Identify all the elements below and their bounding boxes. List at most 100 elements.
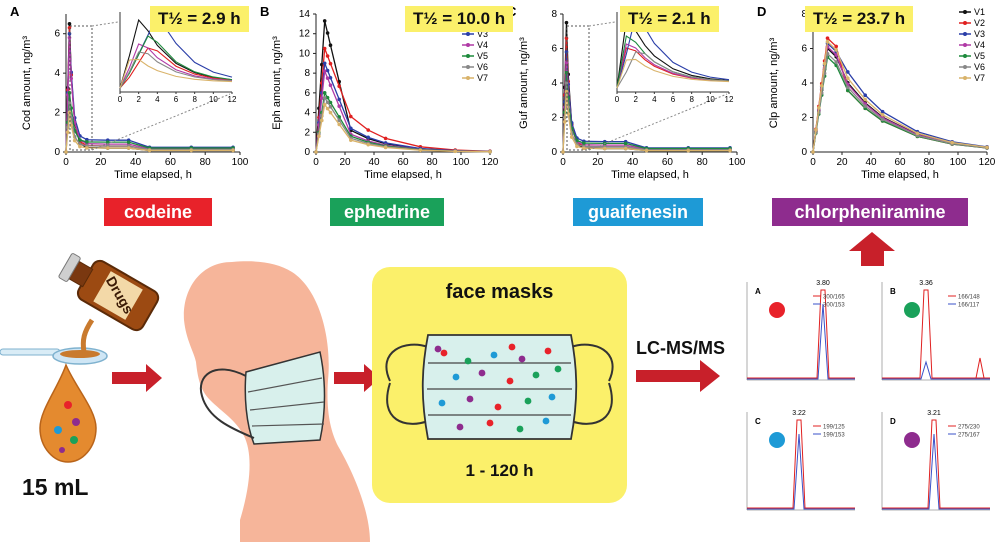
- series-point: [817, 106, 821, 110]
- inset-series-line: [616, 58, 730, 89]
- legend-label: V7: [477, 73, 488, 83]
- face-mask-on-head-icon: [199, 351, 326, 445]
- series-point: [623, 141, 628, 146]
- method-label: LC-MS/MS: [636, 338, 725, 358]
- y-tick-label: 0: [54, 147, 60, 158]
- x-axis-label: Time elapsed, h: [364, 169, 442, 181]
- x-tick-label: 80: [426, 157, 438, 168]
- inset-x-tick-label: 2: [633, 95, 638, 104]
- half-life-badge: T½ = 2.1 h: [620, 6, 719, 32]
- y-tick-label: 0: [551, 147, 557, 158]
- series-point: [78, 144, 82, 149]
- series-point: [85, 140, 89, 144]
- series-point: [811, 150, 815, 154]
- series-point: [328, 100, 333, 105]
- up-arrow-icon: [849, 232, 895, 266]
- mask-particle-dot: [542, 417, 550, 425]
- inset-x-tick-label: 4: [652, 95, 657, 104]
- transition-legend: 199/153: [823, 433, 845, 439]
- y-tick-label: 12: [299, 29, 311, 40]
- inset-x-tick-label: 6: [671, 95, 676, 104]
- series-point: [819, 83, 824, 88]
- series-point: [337, 118, 341, 123]
- chromatogram-letter: B: [890, 287, 896, 296]
- drug-label-guaifenesin: guaifenesin: [573, 198, 703, 226]
- legend-label: V6: [477, 62, 488, 72]
- peak-retention-time: 3.22: [792, 410, 806, 417]
- series-line: [65, 102, 234, 153]
- x-tick-label: 40: [627, 157, 639, 168]
- x-tick-label: 100: [950, 157, 967, 168]
- series-point: [337, 97, 341, 102]
- x-tick-label: 0: [810, 157, 816, 168]
- series-point: [834, 60, 838, 64]
- inset-series-line: [119, 51, 233, 89]
- series-point: [325, 106, 330, 111]
- inset-x-tick-label: 12: [228, 95, 237, 104]
- x-tick-label: 60: [662, 157, 674, 168]
- series-point: [822, 61, 827, 66]
- mask-particle-dot: [440, 349, 448, 357]
- series-point: [846, 88, 850, 93]
- analyte-dot: [769, 302, 785, 318]
- mask-particle-dot: [434, 345, 442, 353]
- series-line: [562, 91, 731, 153]
- chromatogram-letter: C: [755, 417, 761, 426]
- series-point: [366, 135, 370, 140]
- series-point: [67, 22, 72, 26]
- drug-label-ephedrine: ephedrine: [330, 198, 444, 226]
- transition-legend: 300/153: [823, 303, 845, 309]
- face-masks-box: face masks 1 - 120 h: [372, 267, 627, 503]
- mask-particle-dot: [524, 397, 532, 405]
- series-point: [78, 138, 82, 142]
- series-point: [582, 141, 586, 145]
- y-tick-label: 8: [801, 9, 807, 20]
- drug-label-codeine: codeine: [104, 198, 212, 226]
- series-point: [328, 104, 333, 109]
- transition-legend: 166/148: [958, 295, 980, 301]
- series-point: [825, 39, 830, 44]
- qualifier-trace: [747, 303, 855, 380]
- mask-duration: 1 - 120 h: [465, 461, 534, 480]
- mask-particle-dot: [486, 419, 494, 427]
- zoom-box: [69, 25, 93, 151]
- series-point: [349, 138, 353, 142]
- x-axis-label: Time elapsed, h: [114, 169, 192, 181]
- face-mask-icon: [385, 334, 614, 440]
- series-point: [602, 146, 607, 151]
- y-tick-label: 0: [304, 147, 310, 158]
- y-tick-label: 6: [551, 44, 557, 55]
- series-point: [349, 114, 353, 119]
- x-tick-label: 20: [836, 157, 848, 168]
- series-point: [328, 43, 333, 48]
- series-point: [105, 146, 110, 150]
- series-point: [126, 146, 131, 150]
- y-tick-label: 6: [801, 44, 807, 55]
- zoom-box: [566, 25, 590, 151]
- series-point: [337, 84, 341, 89]
- series-point: [366, 128, 370, 132]
- mask-particle-dot: [544, 347, 552, 355]
- series-point: [64, 150, 68, 154]
- series-point: [366, 142, 370, 147]
- quantifier-trace: [747, 419, 855, 509]
- x-tick-label: 60: [397, 157, 409, 168]
- series-point: [846, 70, 850, 74]
- mask-particle-dot: [518, 355, 526, 363]
- legend-label: V5: [477, 51, 488, 61]
- series-point: [686, 148, 691, 153]
- legend-label: V3: [974, 29, 985, 39]
- x-tick-label: 40: [368, 157, 380, 168]
- y-tick-label: 14: [299, 9, 311, 20]
- mask-particle-dot: [532, 371, 540, 379]
- dose-droplet-icon: [39, 362, 97, 463]
- drug-bottle-icon: [58, 253, 160, 332]
- mask-particle-dot: [456, 423, 464, 431]
- series-point: [564, 20, 569, 25]
- series-point: [562, 120, 567, 124]
- series-point: [575, 144, 579, 149]
- y-tick-label: 0: [801, 147, 807, 158]
- series-point: [325, 95, 330, 100]
- series-point: [320, 96, 324, 100]
